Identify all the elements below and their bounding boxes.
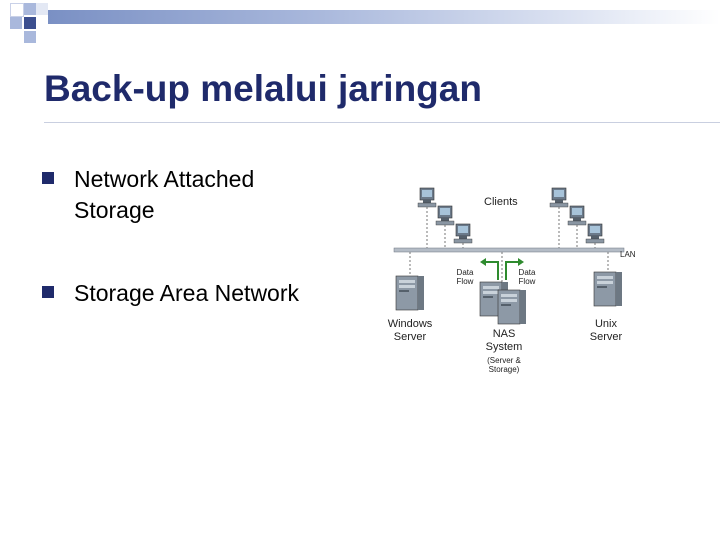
bullet-square-icon [42,286,54,298]
network-diagram-graphic [393,187,625,325]
client-pc-icon [417,187,437,208]
bullet-item: Storage Area Network [42,278,334,309]
lan-label: LAN [620,250,636,259]
lan-backbone [393,247,625,253]
data-flow-label: Data Flow [456,268,474,286]
header-square [24,17,36,29]
bullet-item: Network Attached Storage [42,164,334,226]
header-band [48,10,720,24]
client-pc-icon [567,205,587,226]
header-square [36,3,48,15]
title-rule [44,122,720,123]
unix-server-label: Unix Server [589,318,623,343]
nas-sublabel: (Server & Storage) [487,356,521,374]
header-square [10,17,22,29]
client-pc-icon [549,187,569,208]
data-flow-label: Data Flow [518,268,536,286]
clients-label: Clients [484,196,518,208]
client-pc-icon [453,223,473,244]
client-pc-icon [435,205,455,226]
bullet-text: Storage Area Network [74,280,300,306]
client-pc-icon [585,223,605,244]
unix-server-icon [593,271,623,307]
nas-diagram: Clients LAN Data Flow Data Flow Windows … [380,180,720,390]
nas-system-icon [479,281,527,325]
bullet-text: Network Attached Storage [74,166,255,223]
nas-system-label: NAS System [485,328,523,353]
windows-server-label: Windows Server [387,318,433,343]
windows-server-icon [395,275,425,311]
header-square [24,3,36,15]
data-flow-arrow-icon [505,258,524,280]
bullet-square-icon [42,172,54,184]
header-square [10,3,24,17]
header-square [24,31,36,43]
slide-title: Back-up melalui jaringan [44,68,482,109]
data-flow-arrow-icon [480,258,499,280]
